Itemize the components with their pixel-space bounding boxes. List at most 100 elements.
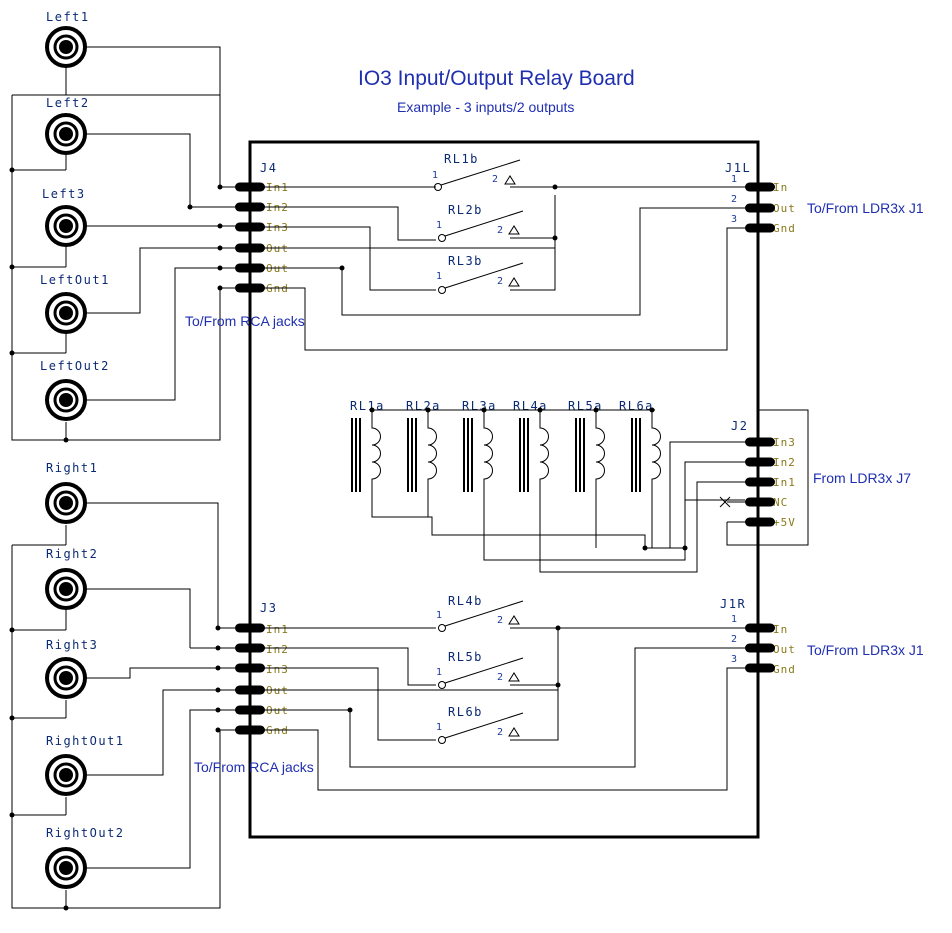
coil-label-rl6a: RL6a	[619, 399, 654, 413]
j3-pin-in1: In1	[266, 623, 289, 636]
j2-pin-3	[745, 477, 775, 487]
left-jacks: Left1 Left2 Left3 LeftOut1 LeftOut2	[40, 10, 110, 373]
relay-rl5b: RL5b 1 2	[436, 650, 524, 689]
j2-box	[726, 409, 809, 546]
rca-jack-rightout2	[45, 847, 87, 889]
relay-rl3b: RL3b 1 2	[436, 254, 524, 294]
note-rca-top: To/From RCA jacks	[185, 313, 305, 329]
j1r-num-2: 2	[731, 634, 737, 645]
j2-pin-4	[745, 497, 775, 507]
right-jacks: Right1 Right2 Right3 RightOut1 RightOut2	[46, 461, 125, 840]
pin-headers	[235, 182, 775, 735]
j3-junctions	[347, 625, 561, 713]
j1l-num-2: 2	[731, 194, 737, 205]
jack-label-left2: Left2	[46, 96, 90, 110]
j1l-num-1: 1	[731, 174, 737, 185]
j4-label: J4	[260, 161, 277, 175]
j1l-pin-in: In	[773, 181, 788, 194]
diagram-title: IO3 Input/Output Relay Board	[358, 67, 635, 90]
j1l-pin-3	[745, 223, 775, 233]
j2-pin-in2: In2	[773, 456, 796, 469]
jack-label-rightout1: RightOut1	[46, 734, 125, 748]
j3-stubs	[190, 627, 235, 731]
j1l-num-3: 3	[731, 214, 737, 225]
jack-label-right1: Right1	[46, 461, 98, 475]
j1r-num-3: 3	[731, 654, 737, 665]
j1r-pin-2	[745, 643, 775, 653]
contact-num: 2	[497, 727, 503, 738]
j2-pin-2	[745, 457, 775, 467]
j2-header: J2 In3 In2 In1 NC +5V	[731, 419, 796, 529]
contact-num: 2	[497, 276, 503, 287]
j4-pin-6	[235, 283, 265, 293]
relay-label-rl6b: RL6b	[448, 705, 483, 719]
contact-num: 2	[497, 615, 503, 626]
j4-pin-1	[235, 182, 265, 192]
contact-num: 2	[492, 174, 498, 185]
rca-jack-left1	[45, 26, 87, 68]
j2-pin-5	[745, 517, 775, 527]
rca-jack-left3	[45, 205, 87, 247]
jack-label-leftout2: LeftOut2	[40, 359, 110, 373]
jack-label-leftout1: LeftOut1	[40, 273, 110, 287]
jack-label-right3: Right3	[46, 638, 98, 652]
note-j7: From LDR3x J7	[813, 470, 911, 486]
j4-pin-3	[235, 222, 265, 232]
coil-rl5a	[575, 410, 605, 500]
j1r-label: J1R	[720, 597, 746, 611]
jack-label-rightout2: RightOut2	[46, 826, 125, 840]
note-ldr-top: To/From LDR3x J1	[807, 200, 924, 216]
relay-coils	[351, 410, 661, 500]
j3-pin-2	[235, 643, 265, 653]
j1r-pin-out: Out	[773, 643, 796, 656]
j3-pin-4	[235, 685, 265, 695]
j3-pin-in2: In2	[266, 643, 289, 656]
coil-wiring	[371, 409, 745, 573]
rca-jack-left2	[45, 113, 87, 155]
j2-pin-5v: +5V	[773, 516, 796, 529]
jack-label-right2: Right2	[46, 547, 98, 561]
j1l-pin-1	[745, 182, 775, 192]
coil-rl1a	[351, 410, 381, 500]
relay-rl1b: RL1b 1 2	[432, 152, 521, 191]
j4-pin-5	[235, 263, 265, 273]
coil-rl2a	[407, 410, 437, 500]
j1r-pin-1	[745, 623, 775, 633]
j1l-header: J1L 1 2 3 In Out Gnd	[725, 161, 796, 235]
contact-num: 1	[436, 220, 442, 231]
j1l-pin-gnd: Gnd	[773, 222, 796, 235]
j4-internal-traces	[264, 186, 745, 351]
j1r-pin-in: In	[773, 623, 788, 636]
contact-num: 1	[432, 170, 438, 181]
relay-label-rl2b: RL2b	[448, 203, 483, 217]
coil-labels: RL1a RL2a RL3a RL4a RL5a RL6a	[350, 399, 654, 413]
j1r-pin-gnd: Gnd	[773, 663, 796, 676]
j2-pin-in3: In3	[773, 436, 796, 449]
j3-internal-traces	[264, 627, 745, 791]
board-outline	[248, 140, 760, 839]
coil-label-rl3a: RL3a	[462, 399, 497, 413]
rca-jack-right2	[45, 568, 87, 610]
j2-pin-1	[745, 437, 775, 447]
rca-jack-right3	[45, 657, 87, 699]
j4-pin-2	[235, 202, 265, 212]
jack-label-left1: Left1	[46, 10, 90, 24]
j1l-pin-2	[745, 203, 775, 213]
rca-jack-leftout1	[45, 292, 87, 334]
j3-pin-5	[235, 705, 265, 715]
rca-jack-right1	[45, 482, 87, 524]
j1r-header: J1R 1 2 3 In Out Gnd	[720, 597, 796, 676]
j3-label: J3	[260, 601, 277, 615]
left-wiring-junctions	[9, 167, 223, 443]
diagram-subtitle: Example - 3 inputs/2 outputs	[397, 99, 574, 115]
j3-pin-6	[235, 725, 265, 735]
note-rca-bottom: To/From RCA jacks	[194, 759, 314, 775]
j1l-pin-out: Out	[773, 202, 796, 215]
j2-label: J2	[731, 419, 748, 433]
rca-jacks	[45, 26, 87, 889]
j3-pin-1	[235, 623, 265, 633]
relay-label-rl5b: RL5b	[448, 650, 483, 664]
left-jack-wiring	[11, 46, 221, 441]
contact-num: 2	[497, 672, 503, 683]
